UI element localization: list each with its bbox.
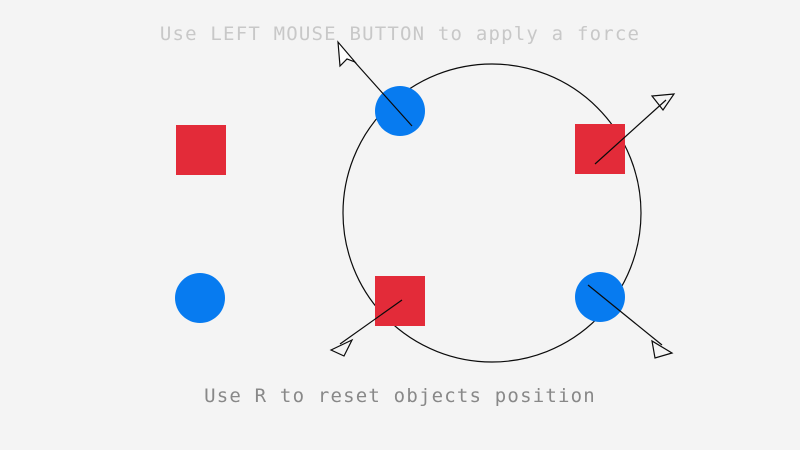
body-free-square[interactable] — [176, 125, 226, 175]
body-free-circle[interactable] — [175, 273, 225, 323]
arrow-head-bottom-right-icon — [651, 339, 674, 359]
body-ring-square-top-right[interactable] — [575, 124, 625, 174]
force-vector-bottom-right — [587, 284, 663, 346]
force-vector-bottom-left — [339, 299, 403, 345]
arrow-head-bottom-left-icon — [329, 338, 354, 357]
force-vector-top-right — [594, 99, 667, 165]
constraint-circle — [342, 63, 642, 363]
body-ring-circle-bottom-right[interactable] — [575, 272, 625, 322]
mouse-cursor-icon — [337, 40, 357, 68]
arrow-head-top-right-icon — [650, 93, 676, 112]
hint-text-apply-force: Use LEFT MOUSE BUTTON to apply a force — [159, 23, 641, 45]
hint-text-reset-objects: Use R to reset objects position — [204, 385, 596, 407]
